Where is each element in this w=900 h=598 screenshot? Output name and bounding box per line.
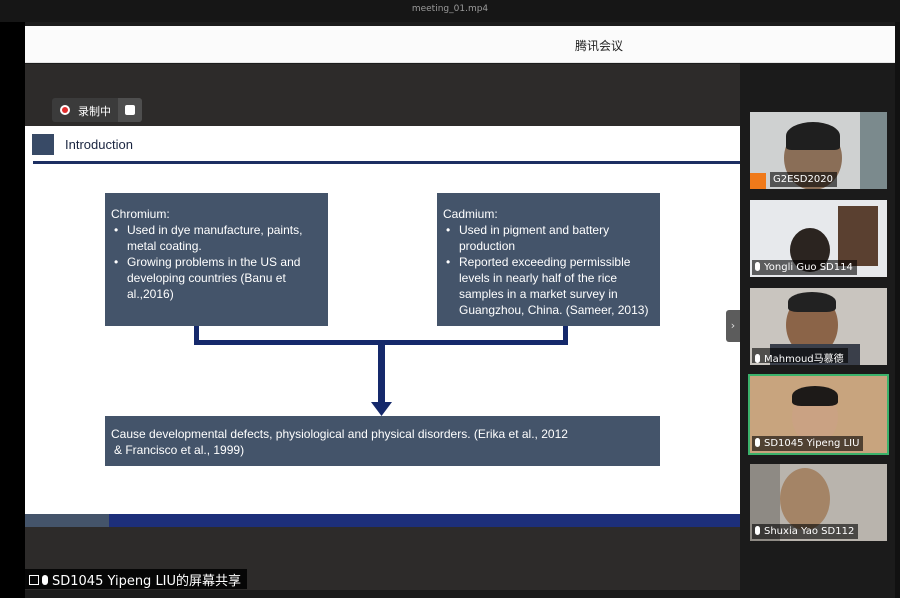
- arrow-down-icon: [371, 402, 392, 416]
- participant-name-label: Yongli Guo SD114: [752, 260, 857, 275]
- screen-share-icon: [29, 574, 39, 585]
- participant-hair: [792, 386, 838, 406]
- participant-hair: [786, 122, 840, 150]
- participant-tile[interactable]: Yongli Guo SD114: [750, 200, 887, 277]
- player-title-bar: meeting_01.mp4: [0, 0, 900, 22]
- effects-line-2: & Francisco et al., 1999): [114, 443, 245, 457]
- background-wall: [860, 112, 887, 189]
- recording-label: 录制中: [78, 105, 111, 118]
- footer-bar-right: [109, 514, 740, 527]
- share-caption: SD1045 Yipeng LIU的屏幕共享: [25, 569, 248, 589]
- chromium-bullet: Growing problems in the US and developin…: [111, 254, 322, 302]
- right-border: [895, 22, 900, 598]
- footer-bar-left: [25, 514, 109, 527]
- cadmium-bullet: Used in pigment and battery production: [443, 222, 654, 254]
- meeting-titlebar: 腾讯会议: [25, 26, 895, 63]
- effects-box: Cause developmental defects, physiologic…: [105, 416, 660, 466]
- cadmium-heading: Cadmium:: [443, 207, 498, 221]
- record-dot-icon: [60, 105, 70, 115]
- chromium-heading: Chromium:: [111, 207, 170, 221]
- connector-down: [378, 340, 385, 406]
- mic-icon: [42, 574, 48, 585]
- mic-muted-icon: [755, 262, 760, 271]
- mic-muted-icon: [755, 354, 760, 363]
- app-title: 腾讯会议: [574, 39, 623, 53]
- participant-tile-active[interactable]: SD1045 Yipeng LIU: [748, 374, 889, 455]
- participant-video: [780, 468, 830, 530]
- participant-name: SD1045 Yipeng LIU: [764, 438, 860, 449]
- participant-name-label: Mahmoud马慕德: [752, 348, 848, 365]
- connector-left: [194, 326, 199, 344]
- chromium-bullet: Used in dye manufacture, paints, metal c…: [111, 222, 322, 254]
- chromium-box: Chromium: Used in dye manufacture, paint…: [105, 193, 328, 326]
- connector-right: [563, 326, 568, 344]
- participant-tile[interactable]: G2ESD2020: [750, 112, 887, 189]
- cadmium-box: Cadmium: Used in pigment and battery pro…: [437, 193, 660, 326]
- bookshelf: [838, 206, 878, 266]
- participant-tile[interactable]: Mahmoud马慕德: [750, 288, 887, 365]
- effects-line-1: Cause developmental defects, physiologic…: [111, 427, 568, 441]
- collapse-sidebar-button[interactable]: ›: [726, 310, 740, 342]
- participant-name-label: Shuxia Yao SD112: [752, 524, 859, 539]
- cadmium-bullet: Reported exceeding permissible levels in…: [443, 254, 654, 318]
- title-divider: [33, 161, 740, 164]
- recording-indicator[interactable]: 录制中: [52, 98, 142, 122]
- mic-icon: [755, 438, 760, 447]
- participant-tile[interactable]: Shuxia Yao SD112: [750, 464, 887, 541]
- share-caption-text: SD1045 Yipeng LIU的屏幕共享: [52, 574, 242, 589]
- slide-title: Introduction: [65, 137, 133, 152]
- player-file-title: meeting_01.mp4: [411, 4, 489, 14]
- participant-name: G2ESD2020: [770, 172, 837, 187]
- participant-name-label: SD1045 Yipeng LIU: [752, 436, 864, 451]
- participant-hair: [788, 292, 836, 312]
- presentation-slide: Introduction Chromium: Used in dye manuf…: [25, 126, 740, 527]
- stop-recording-button[interactable]: [118, 98, 142, 122]
- title-square-icon: [32, 134, 54, 155]
- participant-name: Shuxia Yao SD112: [764, 526, 855, 537]
- user-icon: [750, 173, 766, 189]
- left-border: [0, 22, 25, 598]
- participant-name: Yongli Guo SD114: [764, 262, 853, 273]
- participant-name: Mahmoud马慕德: [764, 354, 844, 365]
- mic-muted-icon: [755, 526, 760, 535]
